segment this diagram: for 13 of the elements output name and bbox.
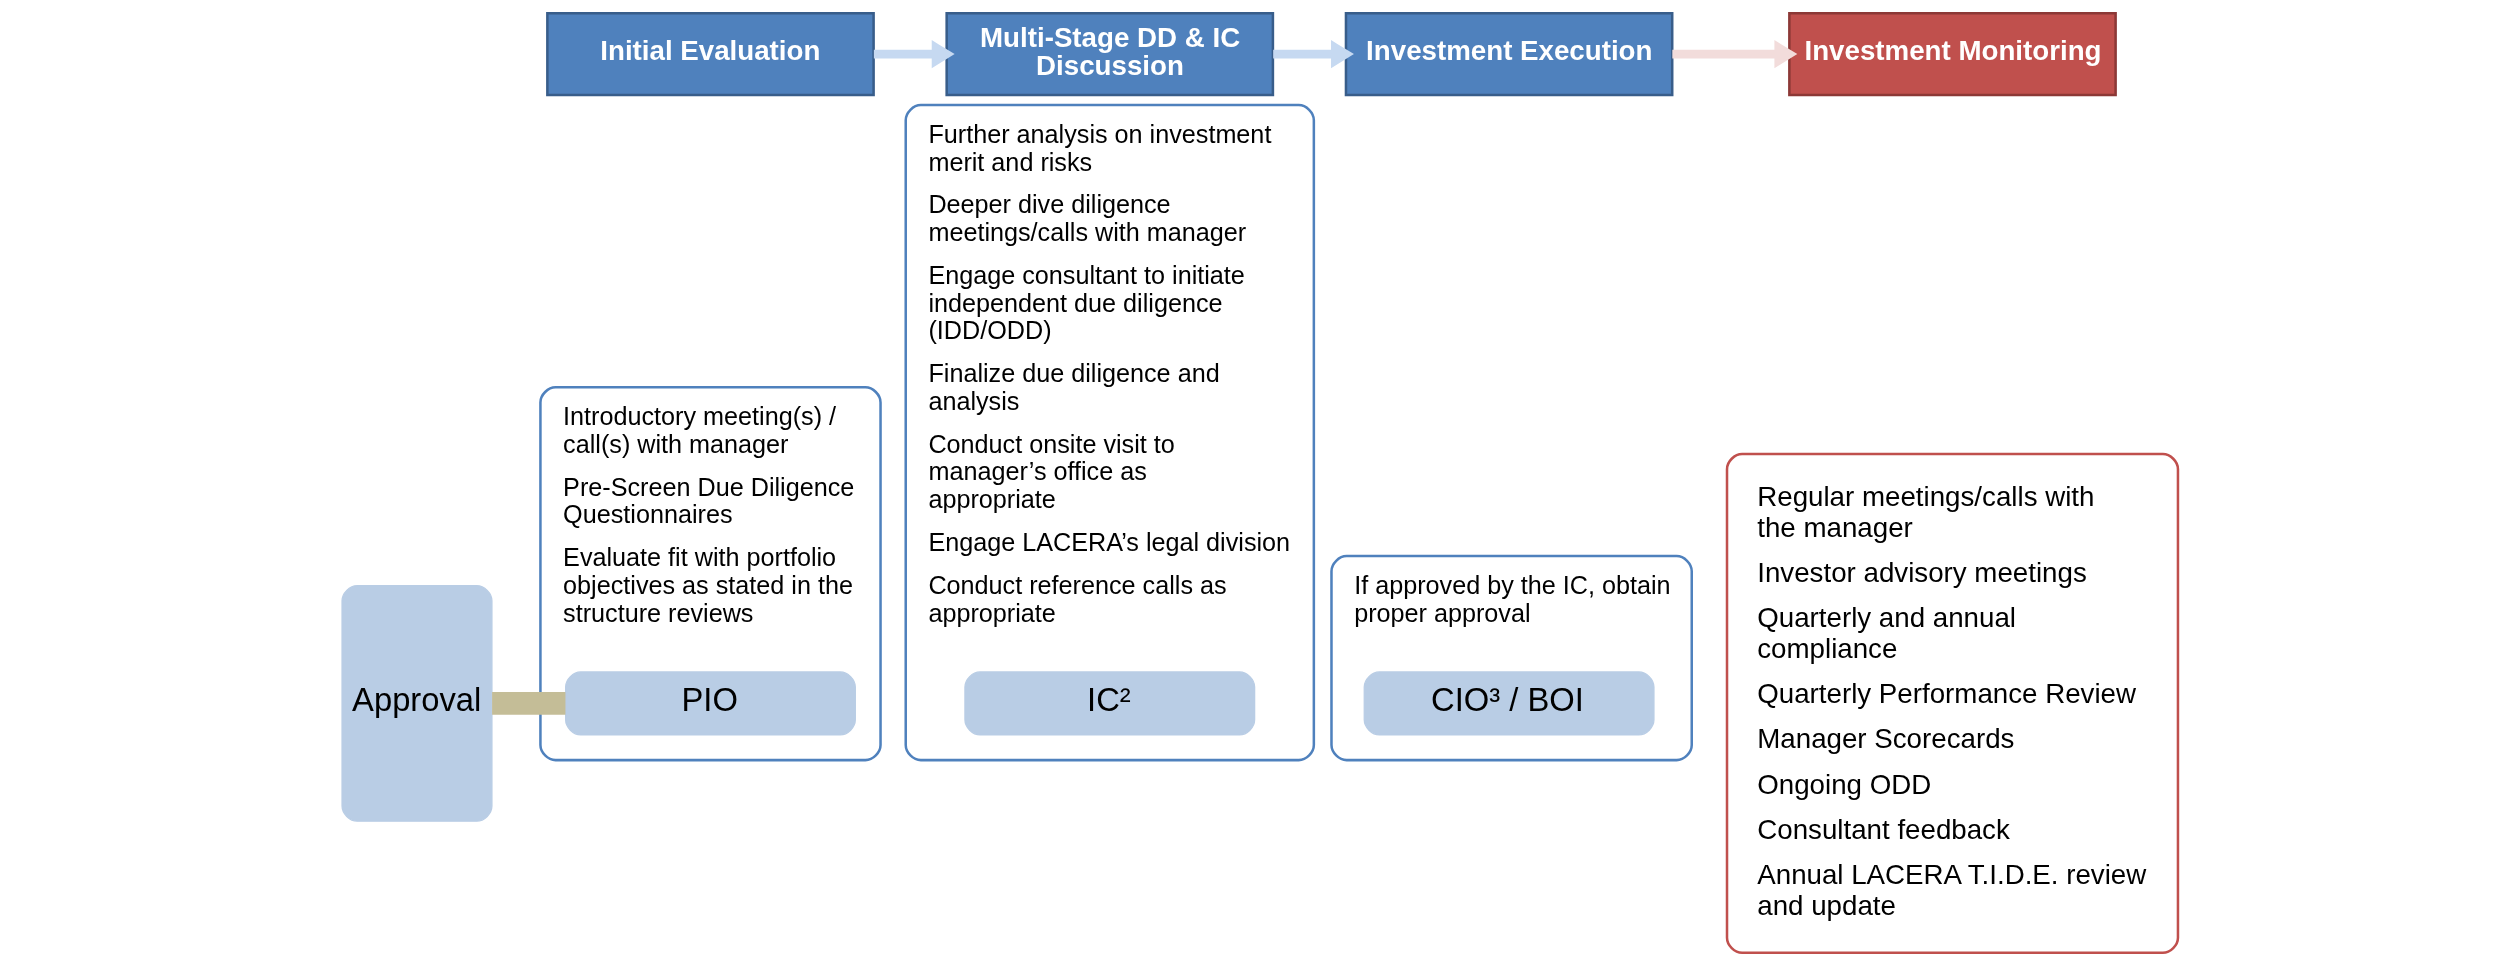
node-box: Regular meetings/calls with the manager Investor advisory meetings Quarterly and annual compliance Quarterly Performance Review Manager Scorecards Ongoing ODD Consultant feedback Annual LACERA T.I.D.E. review and update	[1725, 452, 2179, 955]
node-box: Multi-Stage DD & IC Discussion	[944, 11, 1274, 97]
arrow	[1272, 40, 1354, 69]
node-box: Investment Execution	[1344, 11, 1673, 97]
node-box: Investment Monitoring	[1787, 11, 2117, 97]
connector	[491, 692, 565, 715]
arrow	[1671, 40, 1797, 69]
arrow	[873, 40, 955, 69]
node-box: Initial Evaluation	[545, 11, 875, 97]
node-box: Approval	[340, 585, 493, 822]
node-box: IC²	[963, 671, 1255, 736]
node-box: PIO	[564, 671, 856, 736]
node-box: CIO³ / BOI	[1363, 671, 1655, 736]
